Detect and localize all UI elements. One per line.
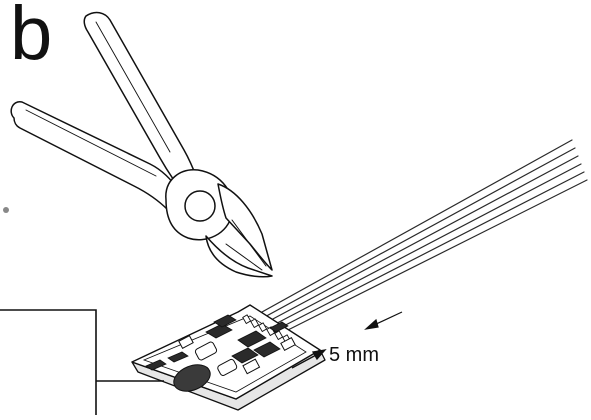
circuit-board bbox=[131, 304, 326, 411]
pliers-upper-jaw bbox=[217, 183, 273, 271]
pliers-pivot-screw bbox=[184, 190, 216, 222]
dimension-label: 5 mm bbox=[329, 344, 379, 366]
light-components bbox=[178, 334, 296, 376]
pliers-lower-jaw bbox=[205, 235, 273, 278]
cut-arrow bbox=[364, 311, 403, 330]
smd-components bbox=[145, 314, 289, 371]
diagonal-cutting-pliers bbox=[10, 11, 273, 278]
sensor-disc bbox=[173, 364, 211, 392]
speck-mark bbox=[3, 207, 9, 213]
dimension-arrow bbox=[291, 349, 327, 369]
callout-box bbox=[0, 309, 164, 415]
panel-label: b bbox=[10, 0, 53, 76]
ribbon-wires bbox=[243, 139, 588, 338]
